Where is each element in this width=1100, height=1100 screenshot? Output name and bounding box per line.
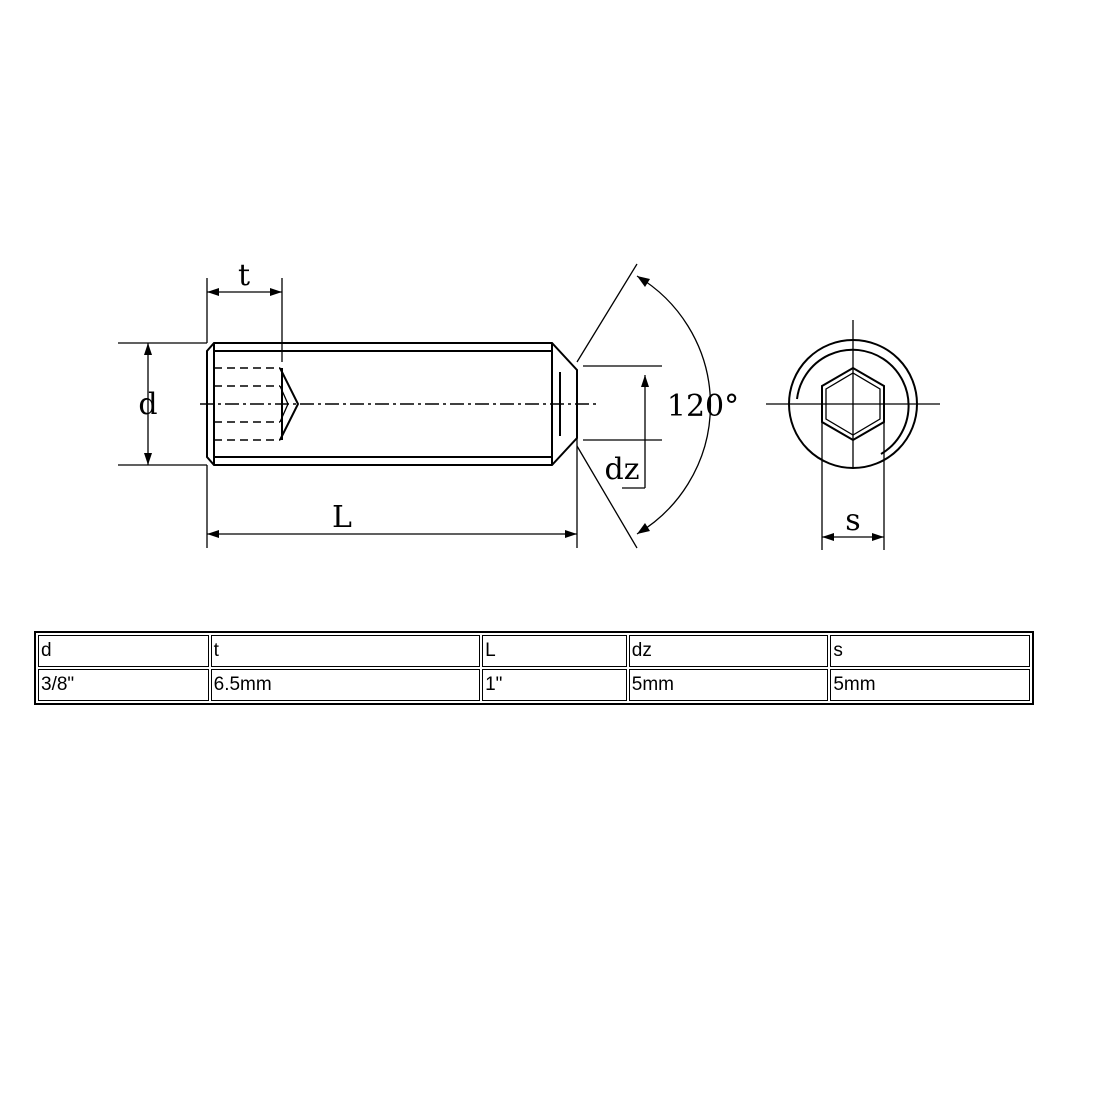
dimension-angle: 120°	[576, 263, 739, 549]
set-screw-technical-drawing: t d L dz 120°	[118, 258, 940, 550]
header-t: t	[210, 635, 481, 667]
table-header-row: d t L dz s	[38, 635, 1030, 667]
value-dz: 5mm	[628, 669, 829, 701]
header-s: s	[830, 635, 1030, 667]
label-dz: dz	[604, 452, 639, 487]
value-L: 1"	[482, 669, 627, 701]
value-d: 3/8"	[38, 669, 209, 701]
dimension-L: L	[206, 438, 578, 548]
hex-socket-hidden-lines	[214, 367, 300, 441]
label-angle: 120°	[667, 389, 739, 424]
screw-side-view	[200, 342, 598, 466]
dimension-s: s	[821, 422, 885, 550]
screw-end-view	[766, 320, 940, 469]
header-d: d	[38, 635, 209, 667]
table-value-row: 3/8" 6.5mm 1" 5mm 5mm	[38, 669, 1030, 701]
value-s: 5mm	[830, 669, 1030, 701]
dimension-dz: dz	[583, 365, 662, 489]
end-view-thread-arc	[796, 348, 910, 455]
label-d: d	[138, 387, 157, 422]
dimension-spec-table: d t L dz s 3/8" 6.5mm 1" 5mm 5mm	[34, 631, 1034, 705]
dimension-d: d	[118, 342, 207, 466]
label-s: s	[845, 503, 860, 538]
label-L: L	[332, 500, 352, 535]
label-t: t	[238, 258, 250, 293]
header-dz: dz	[628, 635, 829, 667]
header-L: L	[482, 635, 627, 667]
value-t: 6.5mm	[210, 669, 481, 701]
dimension-t: t	[206, 258, 283, 362]
